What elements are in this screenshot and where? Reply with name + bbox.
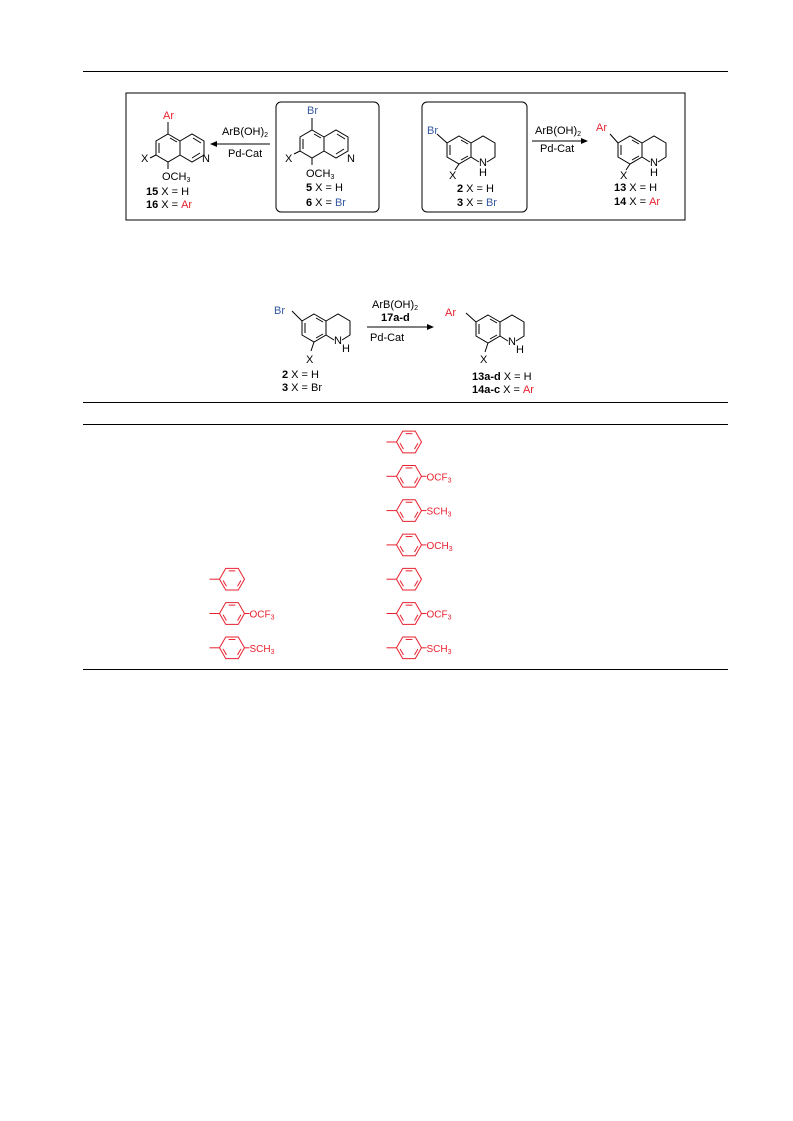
arrow-right: ArB(OH)2 Pd-Cat (532, 125, 588, 155)
quinoline-sm-box (275, 101, 380, 213)
aryl-b-1: OCF3 (386, 464, 452, 488)
aryl-b-2-substituent: SCH3 (427, 507, 452, 519)
q-sm-x: X (285, 153, 293, 165)
aryl-b-5: OCF3 (386, 602, 452, 625)
s2-prod-h: H (516, 344, 524, 356)
thq-sm-box (421, 101, 528, 213)
aryl-b-2: SCH3 (386, 499, 452, 522)
aryl-b-4 (386, 567, 423, 591)
table-rule-header (83, 424, 728, 425)
q-prod-sub: Ar (163, 110, 174, 122)
aryl-b-3: OCH3 (386, 533, 453, 557)
thq-sm-x: X (449, 170, 457, 182)
table-rule-bottom (83, 669, 728, 670)
s2-arrow: ArB(OH)2 17a-d Pd-Cat (367, 299, 434, 344)
q-sm-sub: Br (307, 105, 318, 117)
arrow-left: ArB(OH)2 Pd-Cat (210, 126, 270, 160)
thq-sm-n: N (479, 157, 487, 169)
right-catalyst: Pd-Cat (540, 143, 574, 155)
aryl-a-1: OCF3 (209, 602, 275, 625)
aryl-b-5-substituent: OCF3 (427, 610, 452, 622)
table-rule-top (83, 402, 728, 403)
aryl-a-1-substituent: OCF3 (250, 610, 275, 622)
aryl-a-0 (209, 567, 246, 591)
left-catalyst: Pd-Cat (228, 148, 262, 160)
s2-catalyst: Pd-Cat (370, 332, 404, 344)
aryl-b-6-substituent: SCH3 (427, 644, 452, 656)
q-prod-x: X (141, 153, 149, 165)
q-sm-n: N (347, 153, 355, 165)
thq-prod-n: N (650, 157, 658, 169)
aryl-a-2-substituent: SCH3 (250, 644, 275, 656)
thq-prod-x: X (620, 170, 628, 182)
left-reagent: ArB(OH)2 (222, 126, 268, 139)
thq-prod-sub: Ar (596, 122, 607, 134)
s2-reagent: ArB(OH)2 (372, 299, 418, 312)
s2-sm-x: X (306, 354, 314, 366)
q-prod-ome: OCH3 (162, 171, 190, 184)
thq-sm-h: H (479, 167, 487, 179)
q-sm-ome: OCH3 (306, 168, 334, 181)
aryl-b-3-substituent: OCH3 (427, 541, 453, 553)
aryl-b-1-substituent: OCF3 (427, 472, 452, 484)
right-reagent: ArB(OH)2 (535, 125, 581, 138)
aryl-b-0 (386, 430, 423, 454)
top-rule (83, 71, 728, 72)
s2-sm-sub: Br (274, 305, 285, 317)
s2-prod-n: N (508, 336, 516, 348)
thq-sm-sub: Br (427, 125, 438, 137)
thq-prod-h: H (650, 167, 658, 179)
s2-sm-n: N (334, 335, 342, 347)
scheme-1-frame (125, 92, 686, 221)
s2-prod-x: X (480, 354, 488, 366)
aryl-a-2: SCH3 (209, 636, 275, 660)
aryl-b-6: SCH3 (386, 636, 452, 660)
s2-reagent-code: 17a-d (381, 312, 410, 324)
s2-sm-h: H (342, 343, 350, 355)
q-prod-n: N (202, 153, 210, 165)
s2-prod-sub: Ar (445, 307, 456, 319)
